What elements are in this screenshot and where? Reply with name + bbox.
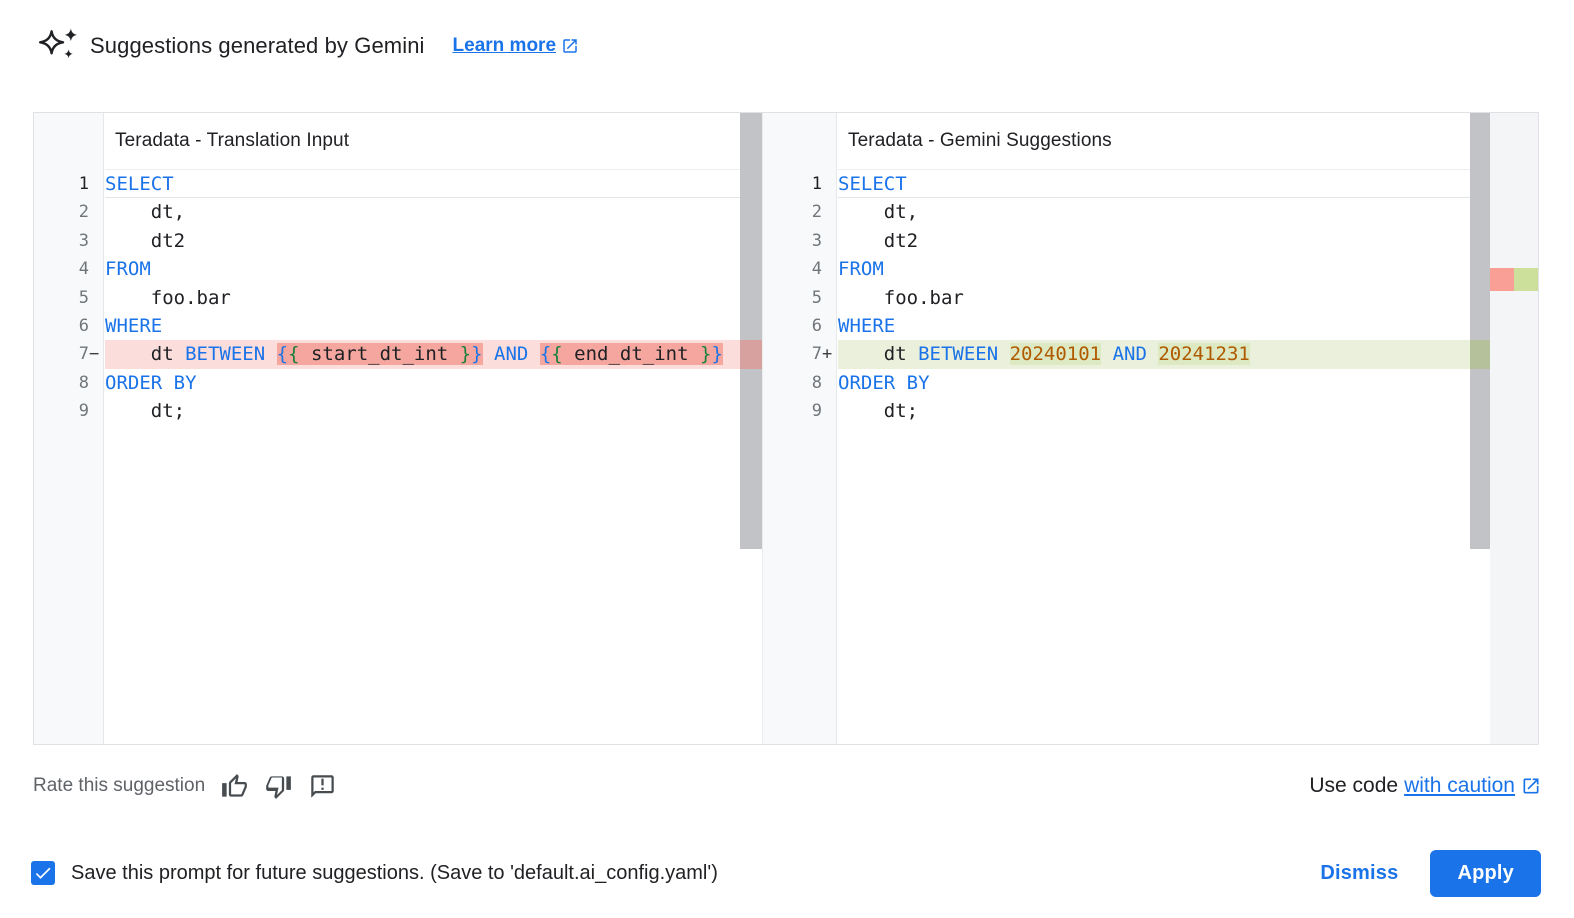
with-caution-link[interactable]: with caution bbox=[1404, 774, 1515, 797]
thumbs-down-button[interactable] bbox=[263, 771, 293, 801]
thumbs-up-button[interactable] bbox=[219, 771, 249, 801]
code-line: ORDER BY bbox=[838, 371, 930, 394]
line-number: 8 bbox=[811, 372, 822, 393]
line-number: 3 bbox=[811, 230, 822, 251]
line-number: 5 bbox=[811, 287, 822, 308]
line-number: 4 bbox=[811, 259, 822, 280]
dismiss-button[interactable]: Dismiss bbox=[1302, 852, 1416, 895]
learn-more-link[interactable]: Learn more bbox=[453, 35, 579, 57]
thumbs-up-icon bbox=[221, 773, 247, 797]
report-feedback-button[interactable] bbox=[307, 771, 337, 801]
vertical-scrollbar[interactable] bbox=[1470, 113, 1490, 744]
code-line: WHERE bbox=[105, 314, 163, 337]
line-number-gutter: 1 2 3 4 5 6 7− 8 9 bbox=[34, 113, 104, 744]
line-number: 7− bbox=[78, 344, 100, 365]
use-code-prefix: Use code bbox=[1309, 774, 1399, 797]
thumbs-down-icon bbox=[265, 775, 291, 799]
open-in-new-icon bbox=[563, 39, 577, 53]
feedback-row: Rate this suggestion Use code with cauti… bbox=[33, 768, 1541, 804]
code-line: WHERE bbox=[838, 314, 896, 337]
diff-overview-ruler bbox=[1490, 113, 1538, 744]
learn-more-label: Learn more bbox=[452, 35, 557, 56]
code-line: SELECT bbox=[105, 173, 174, 195]
code-line: SELECT bbox=[838, 173, 907, 195]
line-number: 3 bbox=[78, 230, 89, 251]
save-prompt-checkbox[interactable] bbox=[31, 861, 55, 885]
line-number-gutter: 1 2 3 4 5 6 7+ 8 9 bbox=[763, 113, 837, 744]
line-number: 2 bbox=[811, 202, 822, 223]
removed-line-scroll-marker bbox=[740, 340, 762, 369]
code-line: dt BETWEEN {{ start_dt_int }} AND {{ end… bbox=[105, 340, 740, 369]
checkmark-icon bbox=[35, 867, 51, 879]
line-number: 5 bbox=[78, 287, 89, 308]
save-prompt-label: Save this prompt for future suggestions.… bbox=[71, 861, 718, 884]
diff-token-highlight: 20241231 bbox=[1158, 343, 1250, 366]
code-line: dt, bbox=[105, 201, 186, 224]
open-in-new-icon bbox=[1523, 778, 1539, 794]
line-number: 8 bbox=[78, 372, 89, 393]
code-line: dt2 bbox=[105, 229, 186, 252]
rate-label: Rate this suggestion bbox=[33, 775, 206, 796]
panel-title: Teradata - Translation Input bbox=[115, 130, 350, 151]
code-line: dt2 bbox=[838, 229, 919, 252]
gemini-sparkle-icon bbox=[38, 28, 77, 59]
vertical-scrollbar[interactable] bbox=[740, 113, 762, 744]
use-code-notice: Use code with caution bbox=[1309, 774, 1541, 798]
panel-title: Teradata - Gemini Suggestions bbox=[848, 130, 1112, 151]
line-number: 9 bbox=[811, 401, 822, 422]
action-bar: Save this prompt for future suggestions.… bbox=[31, 848, 1541, 898]
code-line: dt BETWEEN 20240101 AND 20241231 bbox=[838, 340, 1470, 369]
apply-button[interactable]: Apply bbox=[1430, 849, 1541, 897]
ruler-removed-marker bbox=[1490, 268, 1514, 291]
line-number: 6 bbox=[78, 315, 89, 336]
line-number: 7+ bbox=[811, 344, 833, 365]
header: Suggestions generated by Gemini Learn mo… bbox=[36, 26, 1541, 66]
code-line: FROM bbox=[105, 258, 151, 281]
code-line: ORDER BY bbox=[105, 371, 197, 394]
code-line: dt; bbox=[838, 400, 919, 423]
line-number: 6 bbox=[811, 315, 822, 336]
feedback-icon bbox=[310, 774, 334, 798]
diff-token-highlight: {{ end_dt_int }} bbox=[539, 343, 723, 366]
code-line: foo.bar bbox=[838, 286, 964, 309]
dialog-title: Suggestions generated by Gemini bbox=[90, 33, 425, 58]
line-number: 4 bbox=[78, 259, 89, 280]
code-line: dt; bbox=[105, 400, 186, 423]
line-number: 1 bbox=[78, 174, 89, 194]
code-line: dt, bbox=[838, 201, 919, 224]
scrollbar-thumb[interactable] bbox=[740, 113, 762, 549]
line-number: 2 bbox=[78, 202, 89, 223]
scrollbar-thumb[interactable] bbox=[1470, 113, 1490, 549]
line-number: 1 bbox=[811, 174, 822, 194]
added-line-scroll-marker bbox=[1470, 340, 1490, 369]
line-number: 9 bbox=[78, 401, 89, 422]
diff-token-highlight: {{ start_dt_int }} bbox=[276, 343, 483, 366]
code-line: FROM bbox=[838, 258, 884, 281]
gemini-suggestions-editor: 1 2 3 4 5 6 7+ 8 9 Teradata - Gemini Suggestions… bbox=[763, 113, 1538, 744]
diff-token-highlight: 20240101 bbox=[1009, 343, 1102, 366]
ruler-added-marker bbox=[1514, 268, 1538, 291]
code-line: foo.bar bbox=[105, 286, 231, 309]
